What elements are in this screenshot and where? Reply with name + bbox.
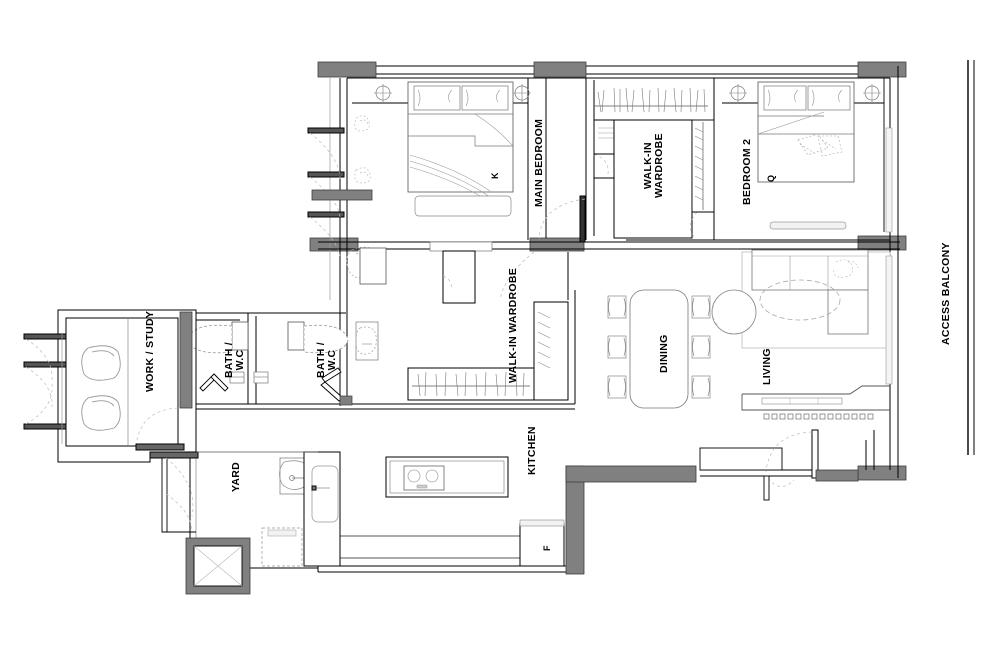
exterior-wall-west-bedroom bbox=[329, 78, 348, 300]
fridge-tag: F bbox=[542, 545, 552, 551]
yard-door bbox=[149, 451, 199, 533]
corridor-walls bbox=[196, 403, 236, 410]
balcony-door-leaves bbox=[307, 127, 373, 260]
room-walk-in-wardrobe-main bbox=[236, 241, 576, 410]
room-main-bedroom bbox=[307, 78, 547, 260]
exterior-wall-north bbox=[318, 65, 900, 75]
room-label-walk-in-wardrobe-main: WALK-IN WARDROBE bbox=[507, 267, 519, 383]
room-label-bedroom-2: BEDROOM 2 bbox=[741, 138, 753, 205]
room-work-study bbox=[23, 309, 197, 463]
balcony-railing bbox=[967, 60, 975, 455]
room-bedroom-2 bbox=[722, 78, 893, 233]
room-label-access-balcony: ACCESS BALCONY bbox=[940, 242, 952, 345]
room-kitchen bbox=[313, 456, 697, 575]
room-living bbox=[711, 249, 893, 420]
room-label-living: LIVING bbox=[761, 348, 773, 385]
bed-size-tag-queen: Q bbox=[766, 174, 776, 182]
room-dining bbox=[607, 289, 711, 409]
room-walk-in-wardrobe-north bbox=[538, 78, 715, 243]
room-label-yard: YARD bbox=[230, 462, 242, 492]
study-bifold-doors bbox=[23, 333, 67, 444]
entry-door bbox=[699, 429, 875, 501]
room-label-main-bedroom: MAIN BEDROOM bbox=[533, 118, 545, 207]
room-label-work-study: WORK / STUDY bbox=[144, 310, 156, 392]
room-label-dining: DINING bbox=[658, 334, 670, 373]
rooms-bathrooms bbox=[187, 312, 379, 406]
structural-columns bbox=[309, 61, 907, 481]
room-yard bbox=[149, 451, 341, 595]
bed-size-tag-king: K bbox=[490, 172, 500, 179]
room-label-bath-wc-left: BATH /W.C bbox=[223, 341, 247, 378]
room-label-bath-wc-right: BATH /W.C bbox=[315, 341, 339, 378]
interior-wall-mid-north bbox=[318, 239, 900, 250]
room-label-kitchen: KITCHEN bbox=[526, 426, 538, 475]
